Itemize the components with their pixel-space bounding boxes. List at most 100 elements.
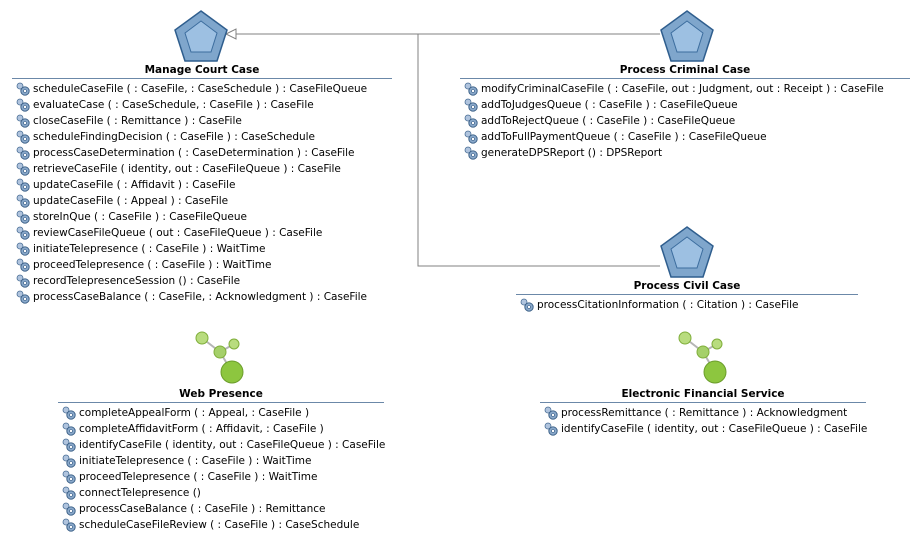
operation-label: identifyCaseFile ( identity, out : CaseF… <box>79 439 386 451</box>
operation-item[interactable]: processCaseBalance ( : CaseFile, : Ackno… <box>12 289 392 305</box>
operation-label: completeAppealForm ( : Appeal, : CaseFil… <box>79 407 310 419</box>
operation-item[interactable]: modifyCriminalCaseFile ( : CaseFile, out… <box>460 81 910 97</box>
operation-item[interactable]: initiateTelepresence ( : CaseFile ) : Wa… <box>58 453 384 469</box>
operation-item[interactable]: processRemittance ( : Remittance ) : Ack… <box>540 405 866 421</box>
operation-item[interactable]: addToRejectQueue ( : CaseFile ) : CaseFi… <box>460 113 910 129</box>
operation-item[interactable]: proceedTelepresence ( : CaseFile ) : Wai… <box>58 469 384 485</box>
operation-label: proceedTelepresence ( : CaseFile ) : Wai… <box>79 471 318 483</box>
operation-label: modifyCriminalCaseFile ( : CaseFile, out… <box>481 83 884 95</box>
operation-item[interactable]: identifyCaseFile ( identity, out : CaseF… <box>540 421 867 437</box>
service-node-icon[interactable] <box>190 328 248 386</box>
operation-gear-icon <box>464 98 478 112</box>
operation-gear-icon <box>16 290 30 304</box>
service-node-icon[interactable] <box>673 328 731 386</box>
operation-label: scheduleFindingDecision ( : CaseFile ) :… <box>33 131 316 143</box>
operation-item[interactable]: processCitationInformation ( : Citation … <box>516 297 858 313</box>
operation-item[interactable]: addToFullPaymentQueue ( : CaseFile ) : C… <box>460 129 910 145</box>
operation-gear-icon <box>62 454 76 468</box>
operation-item[interactable]: evaluateCase ( : CaseSchedule, : CaseFil… <box>12 97 392 113</box>
component-process-civil-case[interactable]: Process Civil Case processCitationInform… <box>516 280 858 313</box>
operation-gear-icon <box>62 502 76 516</box>
operation-gear-icon <box>544 422 558 436</box>
operation-label: reviewCaseFileQueue ( out : CaseFileQueu… <box>33 227 323 239</box>
operation-item[interactable]: identifyCaseFile ( identity, out : CaseF… <box>58 437 386 453</box>
component-divider <box>12 78 392 79</box>
component-electronic-financial-service[interactable]: Electronic Financial Service processRemi… <box>540 388 867 437</box>
operation-gear-icon <box>62 438 76 452</box>
operation-label: initiateTelepresence ( : CaseFile ) : Wa… <box>33 243 266 255</box>
operation-item[interactable]: completeAppealForm ( : Appeal, : CaseFil… <box>58 405 384 421</box>
operation-label: processCaseBalance ( : CaseFile, : Ackno… <box>33 291 367 303</box>
component-title: Process Criminal Case <box>619 64 751 76</box>
operation-label: generateDPSReport () : DPSReport <box>481 147 663 159</box>
operation-item[interactable]: retrieveCaseFile ( identity, out : CaseF… <box>12 161 392 177</box>
operation-gear-icon <box>520 298 534 312</box>
operation-label: storeInQue ( : CaseFile ) : CaseFileQueu… <box>33 211 248 223</box>
operation-label: processRemittance ( : Remittance ) : Ack… <box>561 407 848 419</box>
operation-label: initiateTelepresence ( : CaseFile ) : Wa… <box>79 455 312 467</box>
operation-list: completeAppealForm ( : Appeal, : CaseFil… <box>58 405 386 533</box>
operation-item[interactable]: updateCaseFile ( : Appeal ) : CaseFile <box>12 193 392 209</box>
operation-gear-icon <box>62 406 76 420</box>
operation-label: addToRejectQueue ( : CaseFile ) : CaseFi… <box>481 115 736 127</box>
operation-item[interactable]: connectTelepresence () <box>58 485 384 501</box>
operation-label: proceedTelepresence ( : CaseFile ) : Wai… <box>33 259 272 271</box>
component-divider <box>460 78 910 79</box>
component-divider <box>516 294 858 295</box>
operation-gear-icon <box>544 406 558 420</box>
operation-label: updateCaseFile ( : Affidavit ) : CaseFil… <box>33 179 236 191</box>
component-title: Web Presence <box>179 388 263 400</box>
operation-item[interactable]: processCaseBalance ( : CaseFile ) : Remi… <box>58 501 384 517</box>
operation-item[interactable]: closeCaseFile ( : Remittance ) : CaseFil… <box>12 113 392 129</box>
operation-gear-icon <box>16 146 30 160</box>
operation-gear-icon <box>16 162 30 176</box>
operation-list: processCitationInformation ( : Citation … <box>516 297 858 313</box>
operation-gear-icon <box>16 98 30 112</box>
component-web-presence[interactable]: Web Presence completeAppealForm ( : Appe… <box>58 388 386 533</box>
operation-gear-icon <box>16 178 30 192</box>
operation-gear-icon <box>16 242 30 256</box>
operation-label: retrieveCaseFile ( identity, out : CaseF… <box>33 163 341 175</box>
component-title: Process Civil Case <box>633 280 741 292</box>
operation-gear-icon <box>16 194 30 208</box>
operation-item[interactable]: initiateTelepresence ( : CaseFile ) : Wa… <box>12 241 392 257</box>
operation-gear-icon <box>464 130 478 144</box>
component-process-criminal-case[interactable]: Process Criminal Case modifyCriminalCase… <box>460 64 910 161</box>
operation-item[interactable]: generateDPSReport () : DPSReport <box>460 145 910 161</box>
operation-label: processCaseDetermination ( : CaseDetermi… <box>33 147 355 159</box>
connector-civil-to-manage <box>417 34 660 267</box>
operation-label: updateCaseFile ( : Appeal ) : CaseFile <box>33 195 229 207</box>
operation-list: scheduleCaseFile ( : CaseFile, : CaseSch… <box>12 81 392 305</box>
operation-gear-icon <box>464 114 478 128</box>
operation-item[interactable]: completeAffidavitForm ( : Affidavit, : C… <box>58 421 384 437</box>
operation-gear-icon <box>16 226 30 240</box>
operation-item[interactable]: updateCaseFile ( : Affidavit ) : CaseFil… <box>12 177 392 193</box>
operation-gear-icon <box>16 258 30 272</box>
operation-label: evaluateCase ( : CaseSchedule, : CaseFil… <box>33 99 314 111</box>
operation-item[interactable]: scheduleCaseFileReview ( : CaseFile ) : … <box>58 517 384 533</box>
operation-list: modifyCriminalCaseFile ( : CaseFile, out… <box>460 81 910 161</box>
operation-label: completeAffidavitForm ( : Affidavit, : C… <box>79 423 324 435</box>
operation-item[interactable]: proceedTelepresence ( : CaseFile ) : Wai… <box>12 257 392 273</box>
component-pentagon-icon[interactable] <box>658 224 716 280</box>
component-divider <box>540 402 866 403</box>
component-manage-court-case[interactable]: Manage Court Case scheduleCaseFile ( : C… <box>12 64 392 305</box>
operation-label: processCaseBalance ( : CaseFile ) : Remi… <box>79 503 326 515</box>
component-divider <box>58 402 384 403</box>
operation-item[interactable]: recordTelepresenceSession () : CaseFile <box>12 273 392 289</box>
operation-item[interactable]: addToJudgesQueue ( : CaseFile ) : CaseFi… <box>460 97 910 113</box>
operation-label: processCitationInformation ( : Citation … <box>537 299 799 311</box>
operation-item[interactable]: scheduleFindingDecision ( : CaseFile ) :… <box>12 129 392 145</box>
operation-item[interactable]: processCaseDetermination ( : CaseDetermi… <box>12 145 392 161</box>
operation-label: scheduleCaseFile ( : CaseFile, : CaseSch… <box>33 83 368 95</box>
operation-item[interactable]: reviewCaseFileQueue ( out : CaseFileQueu… <box>12 225 392 241</box>
operation-gear-icon <box>62 518 76 532</box>
component-title: Electronic Financial Service <box>621 388 785 400</box>
operation-label: addToJudgesQueue ( : CaseFile ) : CaseFi… <box>481 99 738 111</box>
component-pentagon-icon[interactable] <box>658 8 716 64</box>
operation-item[interactable]: scheduleCaseFile ( : CaseFile, : CaseSch… <box>12 81 392 97</box>
component-pentagon-icon[interactable] <box>172 8 230 64</box>
operation-label: closeCaseFile ( : Remittance ) : CaseFil… <box>33 115 242 127</box>
operation-item[interactable]: storeInQue ( : CaseFile ) : CaseFileQueu… <box>12 209 392 225</box>
operation-gear-icon <box>16 114 30 128</box>
